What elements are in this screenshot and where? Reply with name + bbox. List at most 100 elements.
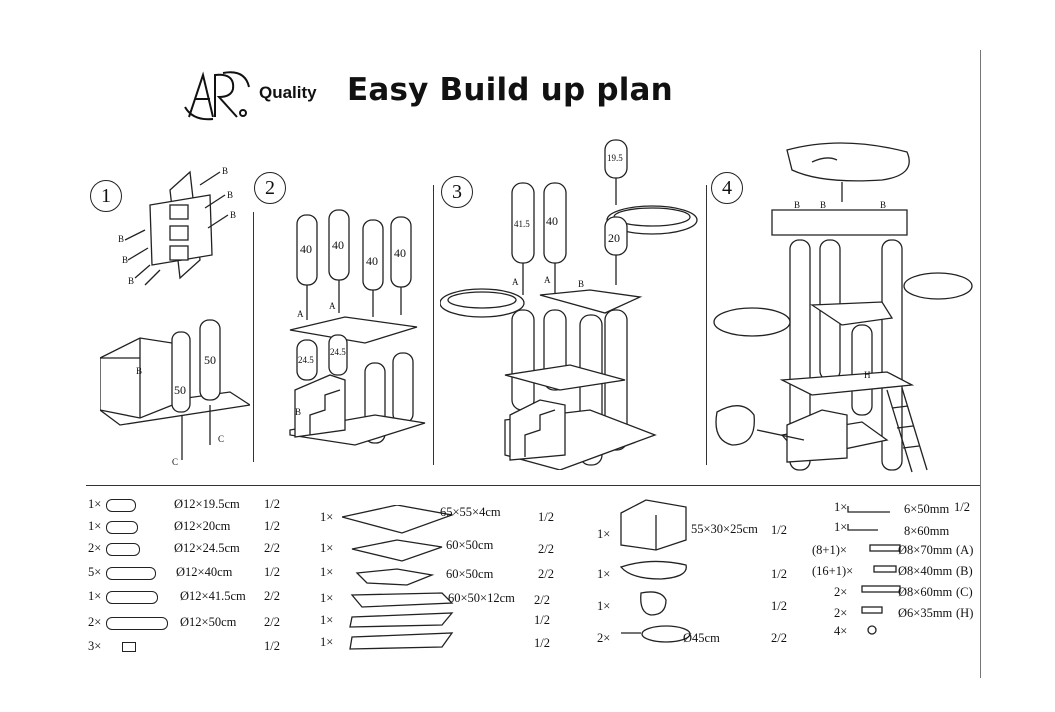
hardware-icons — [847, 506, 901, 635]
part-step: 1/2 — [264, 565, 280, 579]
part-qty: 1× — [88, 497, 102, 511]
parts-divider — [86, 485, 981, 486]
bracket-assembly: B B B B B B — [118, 166, 236, 286]
board-icons — [342, 505, 455, 650]
post-label: 24.5 — [298, 355, 314, 365]
page-border — [980, 50, 981, 678]
screw-label-a: A — [297, 309, 304, 319]
part-row: 2× Ø12×50cm 2/2 — [88, 615, 280, 630]
part-step: 1/2 — [771, 599, 787, 613]
bracket-icon — [122, 642, 137, 653]
part-qty: (8+1)× — [812, 543, 847, 557]
brand-word: Quality — [259, 83, 317, 102]
step-3-number: 3 — [441, 176, 473, 208]
posts-40: 40 40 40 40 — [296, 209, 412, 291]
part-dim: Ø12×19.5cm — [174, 497, 240, 511]
part-qty: 1× — [320, 591, 334, 605]
part-step: 1/2 — [954, 500, 970, 514]
part-qty: 1× — [88, 519, 102, 533]
screw-label-b: B — [136, 366, 142, 376]
post-label: 20 — [608, 231, 620, 245]
part-code: (C) — [956, 585, 973, 599]
part-row: 1× Ø12×41.5cm 2/2 — [88, 589, 280, 604]
part-qty: 3× — [88, 639, 102, 653]
screw-label-b: B — [222, 166, 228, 176]
part-code: (A) — [956, 543, 974, 557]
part-qty: 1× — [320, 541, 334, 555]
post-label: 40 — [300, 242, 312, 256]
post-label: 41.5 — [514, 219, 530, 229]
part-row: 1× Ø12×19.5cm 1/2 — [88, 497, 280, 512]
post-label: 24.5 — [330, 347, 346, 357]
part-qty: 1× — [88, 589, 102, 603]
part-qty: 2× — [834, 606, 848, 620]
part-step: 1/2 — [264, 519, 280, 533]
screw-label-b: B — [295, 407, 301, 417]
part-qty: 1× — [834, 500, 848, 514]
part-row: 2× Ø12×24.5cm 2/2 — [88, 541, 280, 556]
part-step: 2/2 — [264, 615, 280, 629]
post-label: 50 — [174, 383, 186, 397]
step-divider — [253, 212, 254, 462]
part-qty: 2× — [597, 631, 611, 645]
screw-label-a: A — [544, 275, 551, 285]
screw-label-a: A — [512, 277, 519, 287]
brand-logo — [184, 71, 250, 121]
screw-label-b: B — [820, 200, 826, 210]
part-dim: 8×60mm — [904, 524, 950, 538]
post-icon — [106, 616, 169, 630]
part-qty: 4× — [834, 624, 848, 638]
part-qty: 2× — [88, 541, 102, 555]
post-label: 50 — [204, 353, 216, 367]
step-4-number: 4 — [711, 172, 743, 204]
screw-label-h: H — [864, 370, 871, 380]
part-step: 2/2 — [538, 542, 554, 556]
post-label: 40 — [366, 254, 378, 268]
post-icon — [106, 542, 141, 556]
part-dim: Ø8×70mm — [898, 543, 953, 557]
part-qty: (16+1)× — [812, 564, 854, 578]
part-dim: 60×50cm — [446, 567, 494, 581]
screw-label-c: C — [218, 434, 224, 444]
part-qty: 1× — [597, 599, 611, 613]
part-dim: 6×50mm — [904, 502, 950, 516]
post-icon — [106, 566, 157, 580]
part-qty: 1× — [320, 613, 334, 627]
part-dim: 65×55×4cm — [440, 505, 501, 519]
screw-label-b: B — [128, 276, 134, 286]
part-dim: Ø12×24.5cm — [174, 541, 240, 555]
part-step: 1/2 — [264, 639, 280, 653]
screw-label-b: B — [227, 190, 233, 200]
part-row: 3× 1/2 — [88, 639, 280, 654]
part-step: 1/2 — [534, 613, 550, 627]
part-code: (B) — [956, 564, 973, 578]
part-step: 2/2 — [534, 593, 550, 607]
part-dim: Ø12×20cm — [174, 519, 231, 533]
step-3-diagram: 19.5 20 41.5 40 A A B — [440, 139, 698, 470]
part-step: 2/2 — [264, 541, 280, 555]
part-code: (H) — [956, 606, 974, 620]
part-dim: Ø8×60mm — [898, 585, 953, 599]
part-row: 1× — [320, 510, 333, 525]
part-qty: 1× — [834, 520, 848, 534]
post-icon — [106, 590, 159, 604]
screw-label-b: B — [118, 234, 124, 244]
parts-list-hardware: 1× 6×50mm 1/2 1× 8×60mm (8+1)× Ø8×70mm (… — [812, 500, 980, 640]
part-qty: 1× — [320, 510, 334, 524]
post-icon — [106, 498, 137, 512]
screw-label-b: B — [794, 200, 800, 210]
part-qty: 2× — [88, 615, 102, 629]
parts-list-boards: 1× 65×55×4cm 1/2 1× 60×50cm 2/2 1× 60×50… — [320, 505, 570, 655]
part-row: 1× Ø12×20cm 1/2 — [88, 519, 280, 534]
part-dim: Ø45cm — [683, 631, 720, 645]
post-label: 40 — [546, 214, 558, 228]
part-qty: 1× — [597, 567, 611, 581]
part-dim: 60×50cm — [446, 538, 494, 552]
part-step: 1/2 — [264, 497, 280, 511]
screw-label-b: B — [122, 255, 128, 265]
part-qty: 1× — [320, 635, 334, 649]
parts-list-components: 1× 55×30×25cm 1/2 1× 1/2 1× 1/2 2× Ø45cm… — [597, 495, 807, 650]
part-dim: Ø12×50cm — [180, 615, 237, 629]
screw-label-a: A — [329, 301, 336, 311]
post-label: 19.5 — [607, 153, 623, 163]
